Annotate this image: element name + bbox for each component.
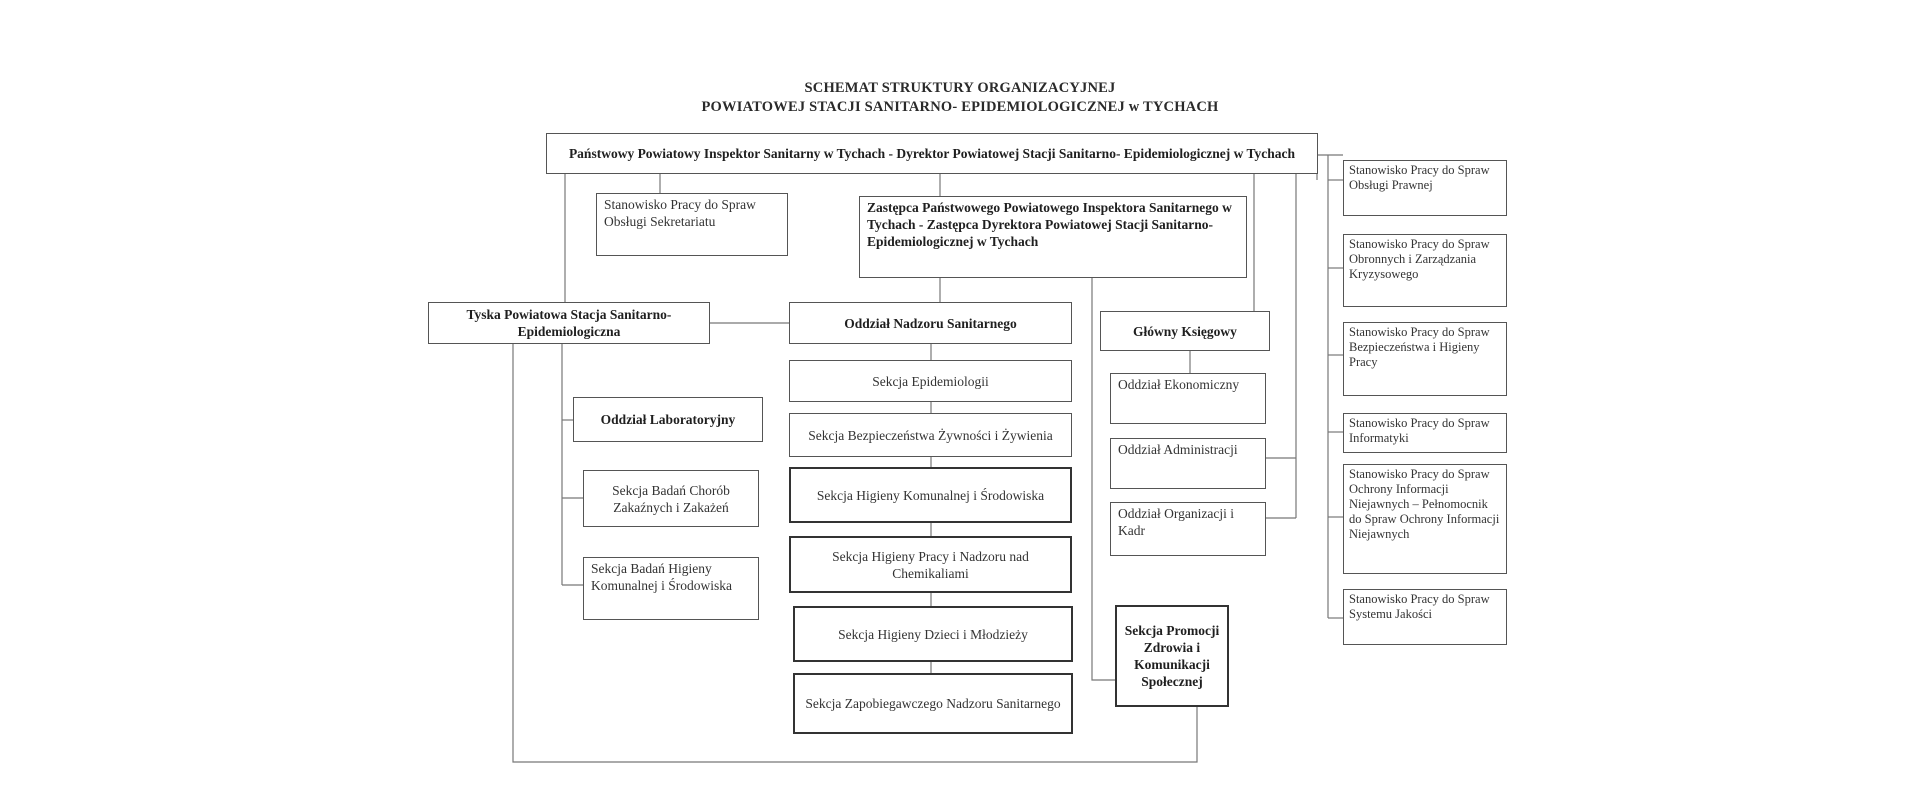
box-glowny-ksiegowy: Główny Księgowy	[1100, 311, 1270, 351]
box-sekcja-promocji: Sekcja Promocji Zdrowia i Komunikacji Sp…	[1115, 605, 1229, 707]
box-tyska-stacja: Tyska Powiatowa Stacja Sanitarno- Epidem…	[428, 302, 710, 344]
box-sekcja-badan-higieny: Sekcja Badań Higieny Komunalnej i Środow…	[583, 557, 759, 620]
box-stanowisko-informatyki: Stanowisko Pracy do Spraw Informatyki	[1343, 413, 1507, 453]
box-sekcja-higieny-pracy: Sekcja Higieny Pracy i Nadzoru nad Chemi…	[789, 536, 1072, 593]
box-oddzial-nadzoru: Oddział Nadzoru Sanitarnego	[789, 302, 1072, 344]
box-stanowisko-obslugi-prawnej: Stanowisko Pracy do Spraw Obsługi Prawne…	[1343, 160, 1507, 216]
box-zastepca: Zastępca Państwowego Powiatowego Inspekt…	[859, 196, 1247, 278]
box-inspektor: Państwowy Powiatowy Inspektor Sanitarny …	[546, 133, 1318, 174]
box-stanowisko-systemu-jakosci: Stanowisko Pracy do Spraw Systemu Jakośc…	[1343, 589, 1507, 645]
box-sekcja-higieny-dzieci: Sekcja Higieny Dzieci i Młodzieży	[793, 606, 1073, 662]
box-oddzial-organizacji-kadr: Oddział Organizacji i Kadr	[1110, 502, 1266, 556]
conn-zastepca-to-promocji	[1091, 278, 1115, 681]
box-oddzial-laboratoryjny: Oddział Laboratoryjny	[573, 397, 763, 442]
box-sekcja-badan-chorob: Sekcja Badań Chorób Zakaźnych i Zakażeń	[583, 470, 759, 527]
conn-tyska-bottom-loop	[512, 344, 1198, 763]
box-oddzial-ekonomiczny: Oddział Ekonomiczny	[1110, 373, 1266, 424]
box-sekcja-zapobiegawczego: Sekcja Zapobiegawczego Nadzoru Sanitarne…	[793, 673, 1073, 734]
box-sekcja-zywnosci: Sekcja Bezpieczeństwa Żywności i Żywieni…	[789, 413, 1072, 457]
box-sekretariat: Stanowisko Pracy do Spraw Obsługi Sekret…	[596, 193, 788, 256]
chart-title-line-1: SCHEMAT STRUKTURY ORGANIZACYJNEJ	[804, 80, 1116, 96]
chart-title-line-2: POWIATOWEJ STACJI SANITARNO- EPIDEMIOLOG…	[701, 99, 1219, 115]
box-sekcja-epidemiologii: Sekcja Epidemiologii	[789, 360, 1072, 402]
box-sekcja-higieny-komunalnej: Sekcja Higieny Komunalnej i Środowiska	[789, 467, 1072, 523]
box-stanowisko-bhp: Stanowisko Pracy do Spraw Bezpieczeństwa…	[1343, 322, 1507, 396]
box-stanowisko-ochrony-informacji: Stanowisko Pracy do Spraw Ochrony Inform…	[1343, 464, 1507, 574]
box-oddzial-administracji: Oddział Administracji	[1110, 438, 1266, 489]
box-stanowisko-obronnych: Stanowisko Pracy do Spraw Obronnych i Za…	[1343, 234, 1507, 307]
